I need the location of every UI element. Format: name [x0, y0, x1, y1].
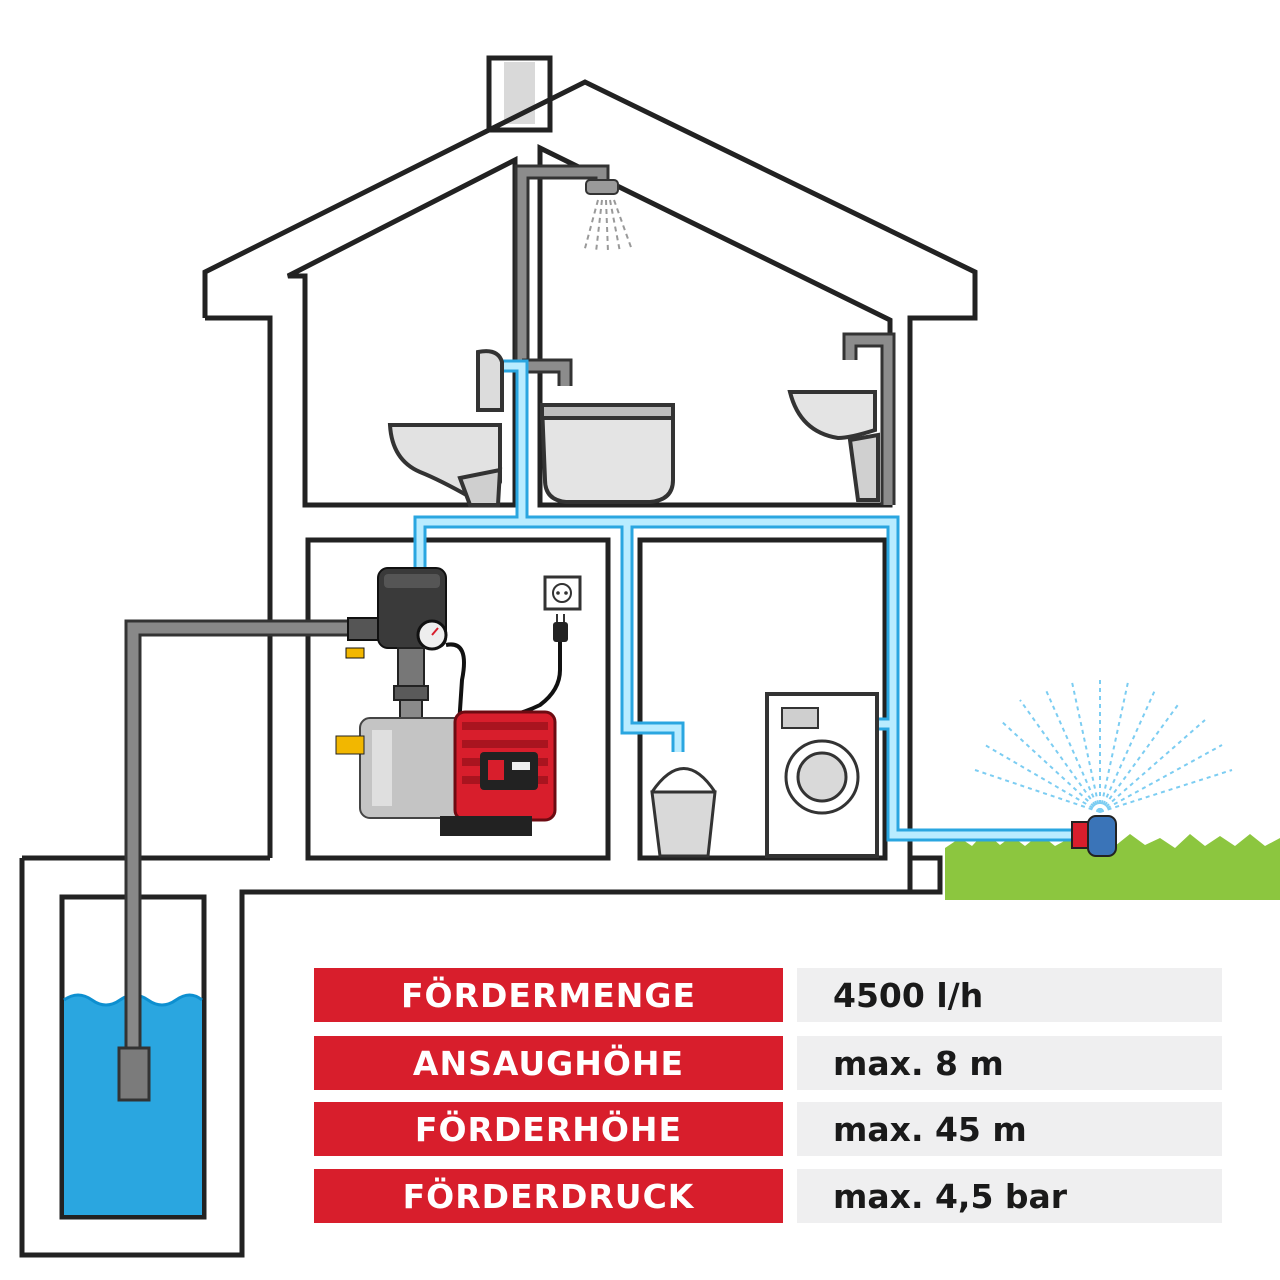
washing-machine-icon — [765, 692, 879, 858]
spec-row-ansaughoehe: ANSAUGHÖHE max. 8 m — [314, 1036, 1222, 1090]
spec-label: FÖRDERHÖHE — [314, 1102, 783, 1156]
plug-icon — [489, 614, 568, 722]
spec-value: max. 8 m — [797, 1036, 1222, 1090]
spec-label: FÖRDERMENGE — [314, 968, 783, 1022]
spec-value: max. 4,5 bar — [797, 1169, 1222, 1223]
washbasin-icon — [787, 390, 880, 502]
spec-row-foerderhoehe: FÖRDERHÖHE max. 45 m — [314, 1102, 1222, 1156]
wall-socket-icon — [543, 575, 582, 611]
spec-row-foerderdruck: FÖRDERDRUCK max. 4,5 bar — [314, 1169, 1222, 1223]
bathtub-icon — [539, 403, 675, 504]
chimney — [486, 55, 553, 133]
blue-pipes — [413, 359, 1075, 842]
lawn — [945, 832, 1280, 900]
bucket-icon — [650, 767, 717, 858]
grey-pipes — [514, 164, 896, 505]
spec-row-foerdermenge: FÖRDERMENGE 4500 l/h — [314, 968, 1222, 1022]
spec-value: 4500 l/h — [797, 968, 1222, 1022]
spec-label: FÖRDERDRUCK — [314, 1169, 783, 1223]
suction-pipe — [117, 619, 370, 1102]
shower-icon — [583, 179, 633, 253]
spec-value: max. 45 m — [797, 1102, 1222, 1156]
pump-icon — [335, 567, 557, 836]
sprinkler-icon — [974, 678, 1233, 857]
toilet-icon — [387, 349, 504, 507]
spec-label: ANSAUGHÖHE — [314, 1036, 783, 1090]
